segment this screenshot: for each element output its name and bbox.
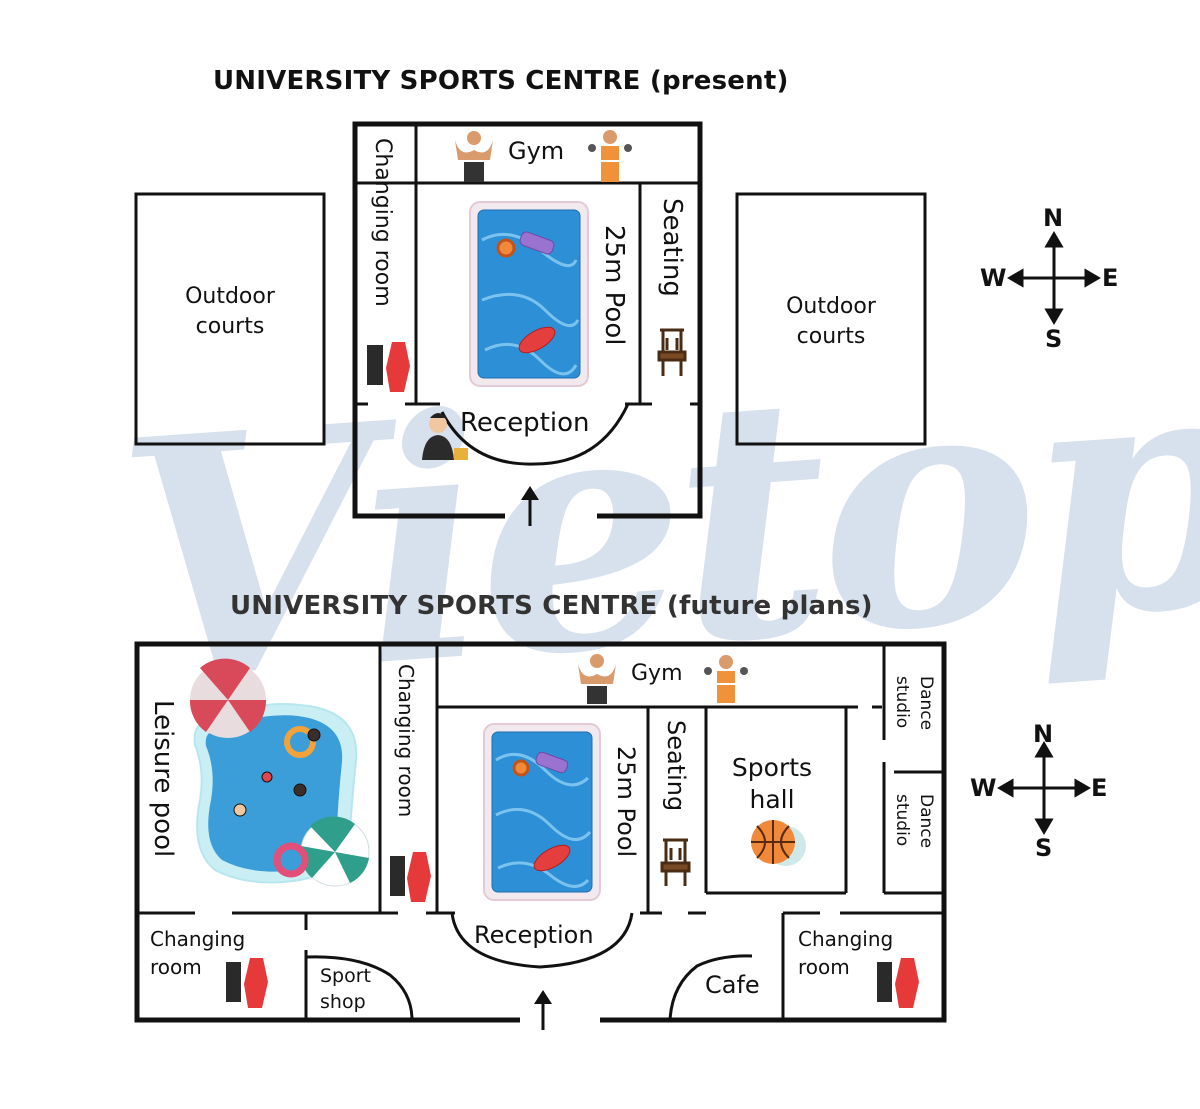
present-reception-desk	[440, 403, 630, 466]
future-compass	[997, 741, 1091, 835]
swimmer-icon-3	[233, 803, 247, 817]
future-changing-room-sw-label: Changing room	[150, 927, 246, 979]
umbrella-icon-bottom	[300, 816, 370, 887]
dance-studio-north-label: Dance studio	[892, 676, 936, 731]
present-outdoor-courts-west: Outdoor courts	[185, 284, 275, 339]
future-compass-e: E	[1091, 774, 1108, 802]
present-gym-label: Gym	[508, 137, 565, 165]
beach-ball-icon	[261, 771, 273, 783]
present-outdoor-courts-east: Outdoor courts	[786, 294, 876, 349]
sport-shop-arc	[305, 955, 414, 1021]
future-compass-n: N	[1033, 720, 1054, 748]
cafe-arc	[668, 954, 753, 1021]
present-compass-n: N	[1043, 204, 1064, 232]
outdoor-court-east	[735, 192, 927, 446]
present-gym-woman-icon	[588, 130, 632, 182]
present-chair-icon	[657, 328, 687, 376]
dance-studio-south-label: Dance studio	[892, 794, 936, 849]
future-compass-s: S	[1035, 834, 1053, 862]
sport-shop-label: Sport shop	[320, 965, 372, 1013]
basketball-icon	[751, 820, 806, 866]
present-compass-e: E	[1102, 264, 1119, 292]
swimmer-ring-icon	[284, 726, 316, 758]
outdoor-court-west	[134, 192, 326, 446]
present-seating-label: Seating	[657, 198, 687, 297]
present-pool-label: 25m Pool	[599, 225, 629, 346]
present-donut-float	[496, 238, 516, 258]
swimmer-icon-2	[293, 783, 307, 797]
future-gym-man-icon	[578, 654, 616, 704]
swim-ring-icon	[273, 842, 309, 878]
present-compass-w: W	[980, 264, 1007, 292]
future-reception-desk	[450, 912, 634, 969]
present-reception-label: Reception	[460, 408, 590, 438]
future-outer-wall	[134, 641, 947, 1023]
future-title: UNIVERSITY SPORTS CENTRE (future plans)	[230, 591, 873, 621]
future-chair-icon	[660, 838, 691, 886]
future-changing-room-north-label: Changing room	[394, 664, 418, 818]
present-compass	[1007, 231, 1101, 325]
future-plan	[134, 641, 947, 1030]
present-outer-wall	[352, 121, 703, 519]
future-changing-room-se-label: Changing room	[798, 927, 894, 979]
present-receptionist-icon	[422, 413, 468, 460]
future-clothes-icon-north	[390, 852, 431, 902]
swimmer-icon-1	[307, 728, 321, 742]
present-plan	[134, 121, 927, 526]
future-gym-label: Gym	[631, 661, 683, 686]
future-reception-label: Reception	[474, 921, 594, 949]
future-clothes-icon-se	[877, 958, 919, 1008]
present-clothes-icon	[367, 342, 410, 392]
sports-hall-label: Sports hall	[731, 753, 813, 814]
future-donut-float	[512, 759, 530, 777]
cafe-label: Cafe	[705, 971, 760, 999]
leisure-pool-label: Leisure pool	[148, 700, 178, 858]
present-title: UNIVERSITY SPORTS CENTRE (present)	[213, 66, 789, 96]
present-gym-man-icon	[455, 131, 493, 182]
future-seating-label: Seating	[662, 720, 690, 812]
umbrella-icon-top	[189, 658, 267, 738]
present-changing-room-label: Changing room	[370, 138, 395, 307]
present-compass-s: S	[1045, 325, 1063, 353]
future-compass-w: W	[970, 774, 997, 802]
future-pool-label: 25m Pool	[612, 746, 640, 858]
future-clothes-icon-sw	[226, 958, 268, 1008]
future-gym-woman-icon	[704, 655, 748, 703]
